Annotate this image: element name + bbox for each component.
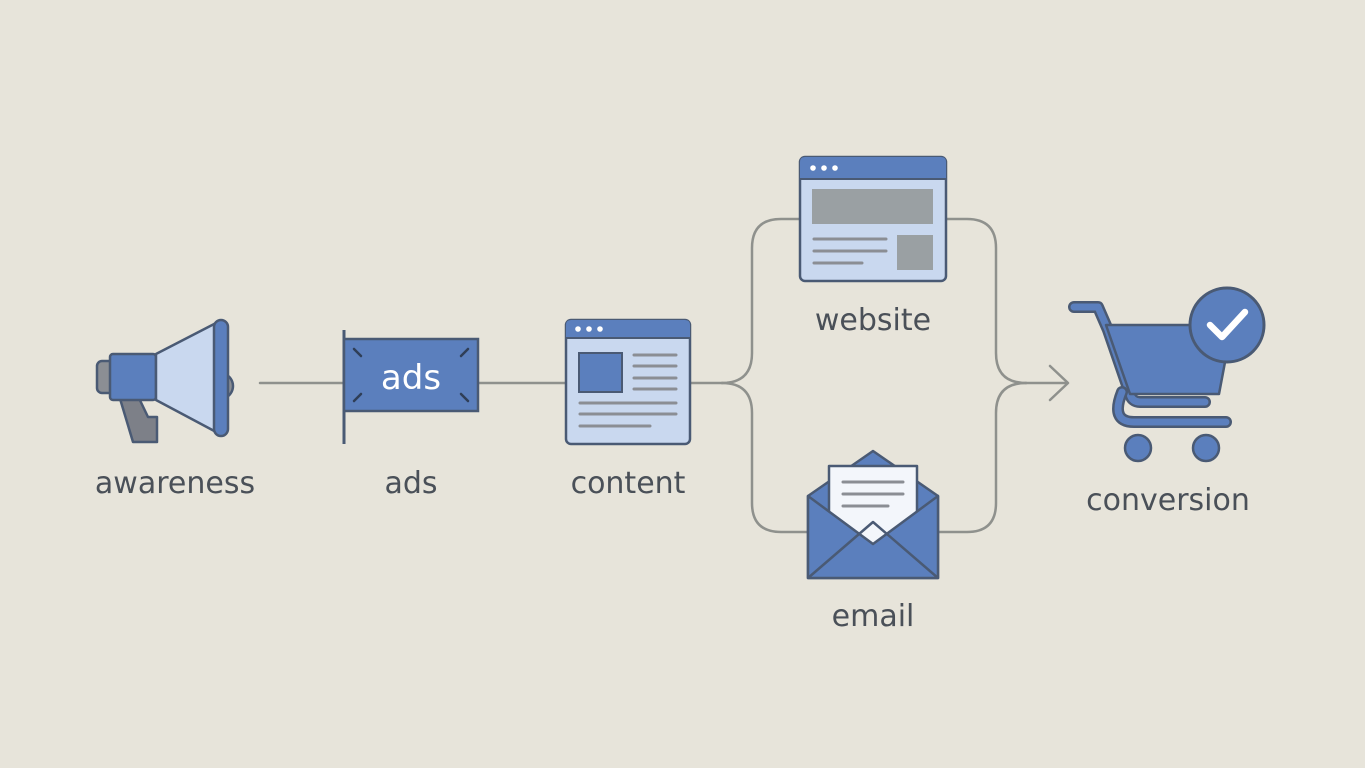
check-icon <box>1206 308 1249 341</box>
conversion-label: conversion <box>1086 483 1250 518</box>
email-label: email <box>831 599 915 634</box>
ads-label: ads <box>384 466 438 501</box>
connector-branch-website <box>720 217 802 385</box>
arrowhead-icon <box>1048 364 1070 402</box>
article-page-icon <box>564 318 692 446</box>
browser-window-icon <box>798 155 948 283</box>
connector-lines <box>258 217 1070 534</box>
awareness-label: awareness <box>94 466 256 501</box>
connector-email-merge <box>936 381 1028 534</box>
website-label: website <box>814 303 932 338</box>
shopping-cart-check-icon <box>1068 286 1266 463</box>
envelope-icon <box>806 449 940 580</box>
megaphone-icon <box>95 318 235 444</box>
ads-banner-icon: ads <box>342 330 480 444</box>
ads-banner-text: ads <box>381 358 441 398</box>
connector-website-merge <box>944 217 1028 385</box>
content-label: content <box>570 466 686 501</box>
connector-branch-email <box>720 381 810 534</box>
